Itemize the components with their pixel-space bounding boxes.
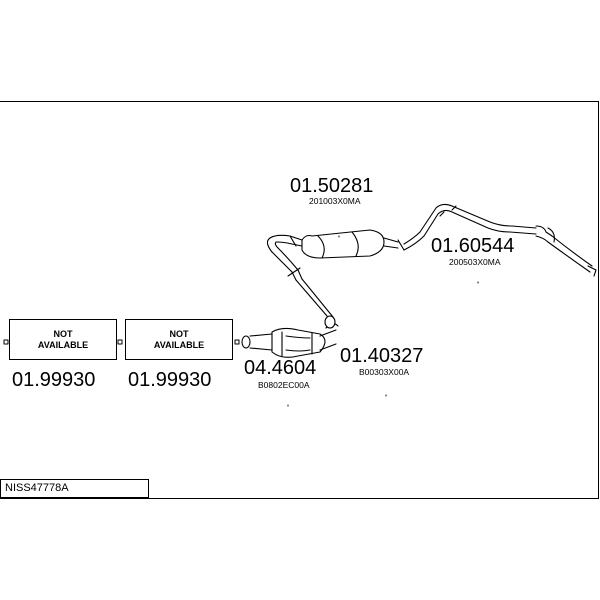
- oem-number-centre-silencer: 201003X0MA: [309, 196, 361, 206]
- not-available-box-2: NOT AVAILABLE: [125, 319, 233, 360]
- not-available-box-1: NOT AVAILABLE: [9, 319, 117, 360]
- part-number-centre-silencer[interactable]: 01.50281: [290, 175, 374, 197]
- part-number-unavailable-2[interactable]: 01.99930: [128, 369, 212, 391]
- not-available-line2: AVAILABLE: [153, 339, 205, 350]
- connector-marks: [3, 339, 240, 345]
- not-available-line2: AVAILABLE: [37, 339, 89, 350]
- diagram-frame: [0, 101, 599, 499]
- not-available-line1: NOT: [169, 328, 189, 339]
- oem-number-catalytic-converter: B0802EC00A: [258, 380, 310, 390]
- centre-silencer-drawing: [269, 229, 425, 259]
- catalytic-converter-drawing: [241, 322, 339, 358]
- oem-number-rear-silencer: 200503X0MA: [449, 257, 501, 267]
- part-number-catalytic-converter[interactable]: 04.4604: [244, 357, 317, 379]
- part-number-front-pipe[interactable]: 01.40327: [340, 345, 424, 367]
- part-number-rear-silencer[interactable]: 01.60544: [431, 235, 515, 257]
- part-number-unavailable-1[interactable]: 01.99930: [12, 369, 96, 391]
- not-available-line1: NOT: [53, 328, 73, 339]
- kit-reference-label: NISS47778A: [0, 479, 149, 498]
- rear-silencer-drawing: [419, 203, 597, 277]
- oem-number-front-pipe: B00303X00A: [359, 367, 410, 377]
- reference-dots: [287, 235, 479, 407]
- front-pipe-drawing: [266, 237, 336, 329]
